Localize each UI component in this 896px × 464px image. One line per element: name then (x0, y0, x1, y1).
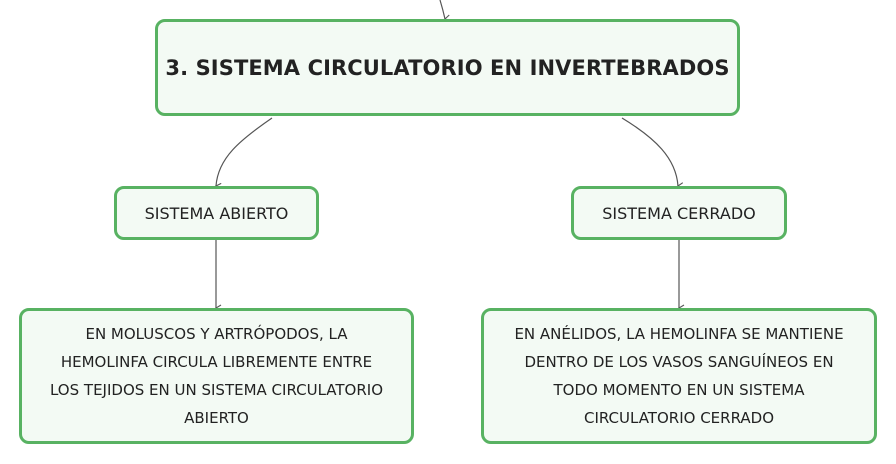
branch-node-sistema-abierto[interactable]: SISTEMA ABIERTO (114, 186, 319, 240)
detail-line: ABIERTO (184, 409, 249, 427)
detail-line: DENTRO DE LOS VASOS SANGUÍNEOS EN (524, 353, 834, 371)
detail-line: EN MOLUSCOS Y ARTRÓPODOS, LA (85, 325, 348, 343)
branch-node-sistema-cerrado[interactable]: SISTEMA CERRADO (571, 186, 787, 240)
branch-label-sistema-abierto: SISTEMA ABIERTO (144, 203, 289, 223)
main-topic-label: 3. SISTEMA CIRCULATORIO EN INVERTEBRADOS (165, 55, 730, 80)
main-topic-node[interactable]: 3. SISTEMA CIRCULATORIO EN INVERTEBRADOS (155, 19, 740, 116)
branch-label-sistema-cerrado: SISTEMA CERRADO (602, 203, 756, 223)
detail-node-sistema-abierto[interactable]: EN MOLUSCOS Y ARTRÓPODOS, LA HEMOLINFA C… (19, 308, 414, 444)
connector-main-to-abierto (216, 117, 273, 186)
detail-line: HEMOLINFA CIRCULA LIBREMENTE ENTRE (60, 353, 373, 371)
detail-line: TODO MOMENTO EN UN SISTEMA (553, 381, 805, 399)
connector-main-to-cerrado (621, 117, 678, 186)
detail-line: CIRCULATORIO CERRADO (583, 409, 775, 427)
detail-line: LOS TEJIDOS EN UN SISTEMA CIRCULATORIO (49, 381, 383, 399)
detail-text-sistema-cerrado: EN ANÉLIDOS, LA HEMOLINFA SE MANTIENE DE… (514, 320, 843, 432)
detail-line: EN ANÉLIDOS, LA HEMOLINFA SE MANTIENE (514, 325, 844, 343)
detail-text-sistema-abierto: EN MOLUSCOS Y ARTRÓPODOS, LA HEMOLINFA C… (50, 320, 383, 432)
connector-parent-to-main (439, 0, 445, 19)
detail-node-sistema-cerrado[interactable]: EN ANÉLIDOS, LA HEMOLINFA SE MANTIENE DE… (481, 308, 877, 444)
